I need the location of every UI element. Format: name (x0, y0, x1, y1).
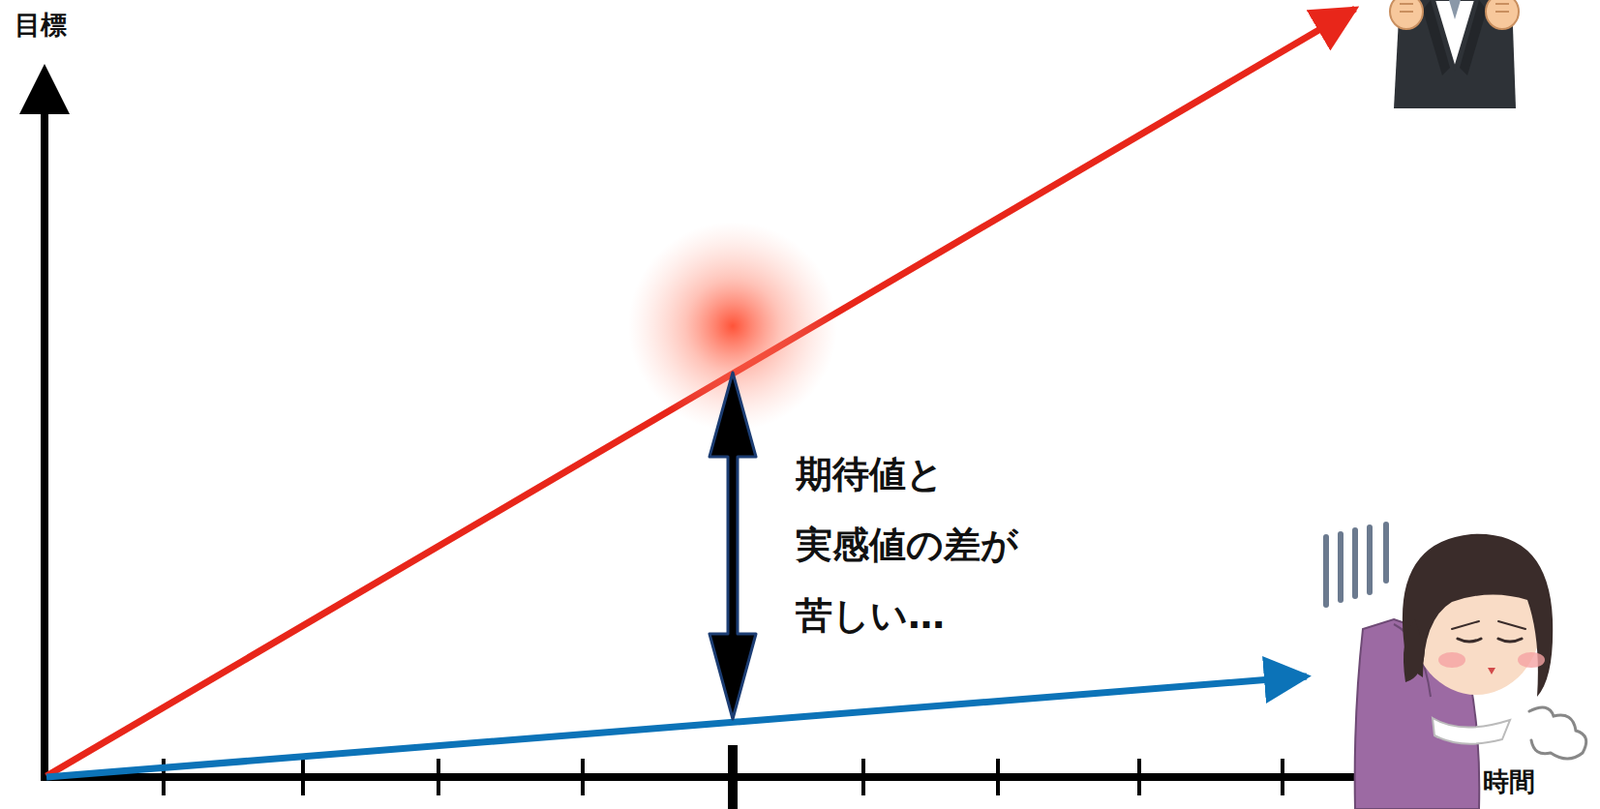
expectation-line (46, 8, 1356, 777)
axis-label: 時間 (1482, 766, 1536, 798)
actual-line (46, 676, 1307, 778)
businessman-figure (1389, 0, 1519, 109)
axis-label: 目標 (14, 9, 67, 41)
gap-arrow (709, 372, 756, 720)
dejected-woman-figure (1326, 524, 1587, 809)
gap-note: 期待値と 実感値の差が 苦しい… (795, 439, 1031, 652)
y-axis (19, 63, 70, 781)
